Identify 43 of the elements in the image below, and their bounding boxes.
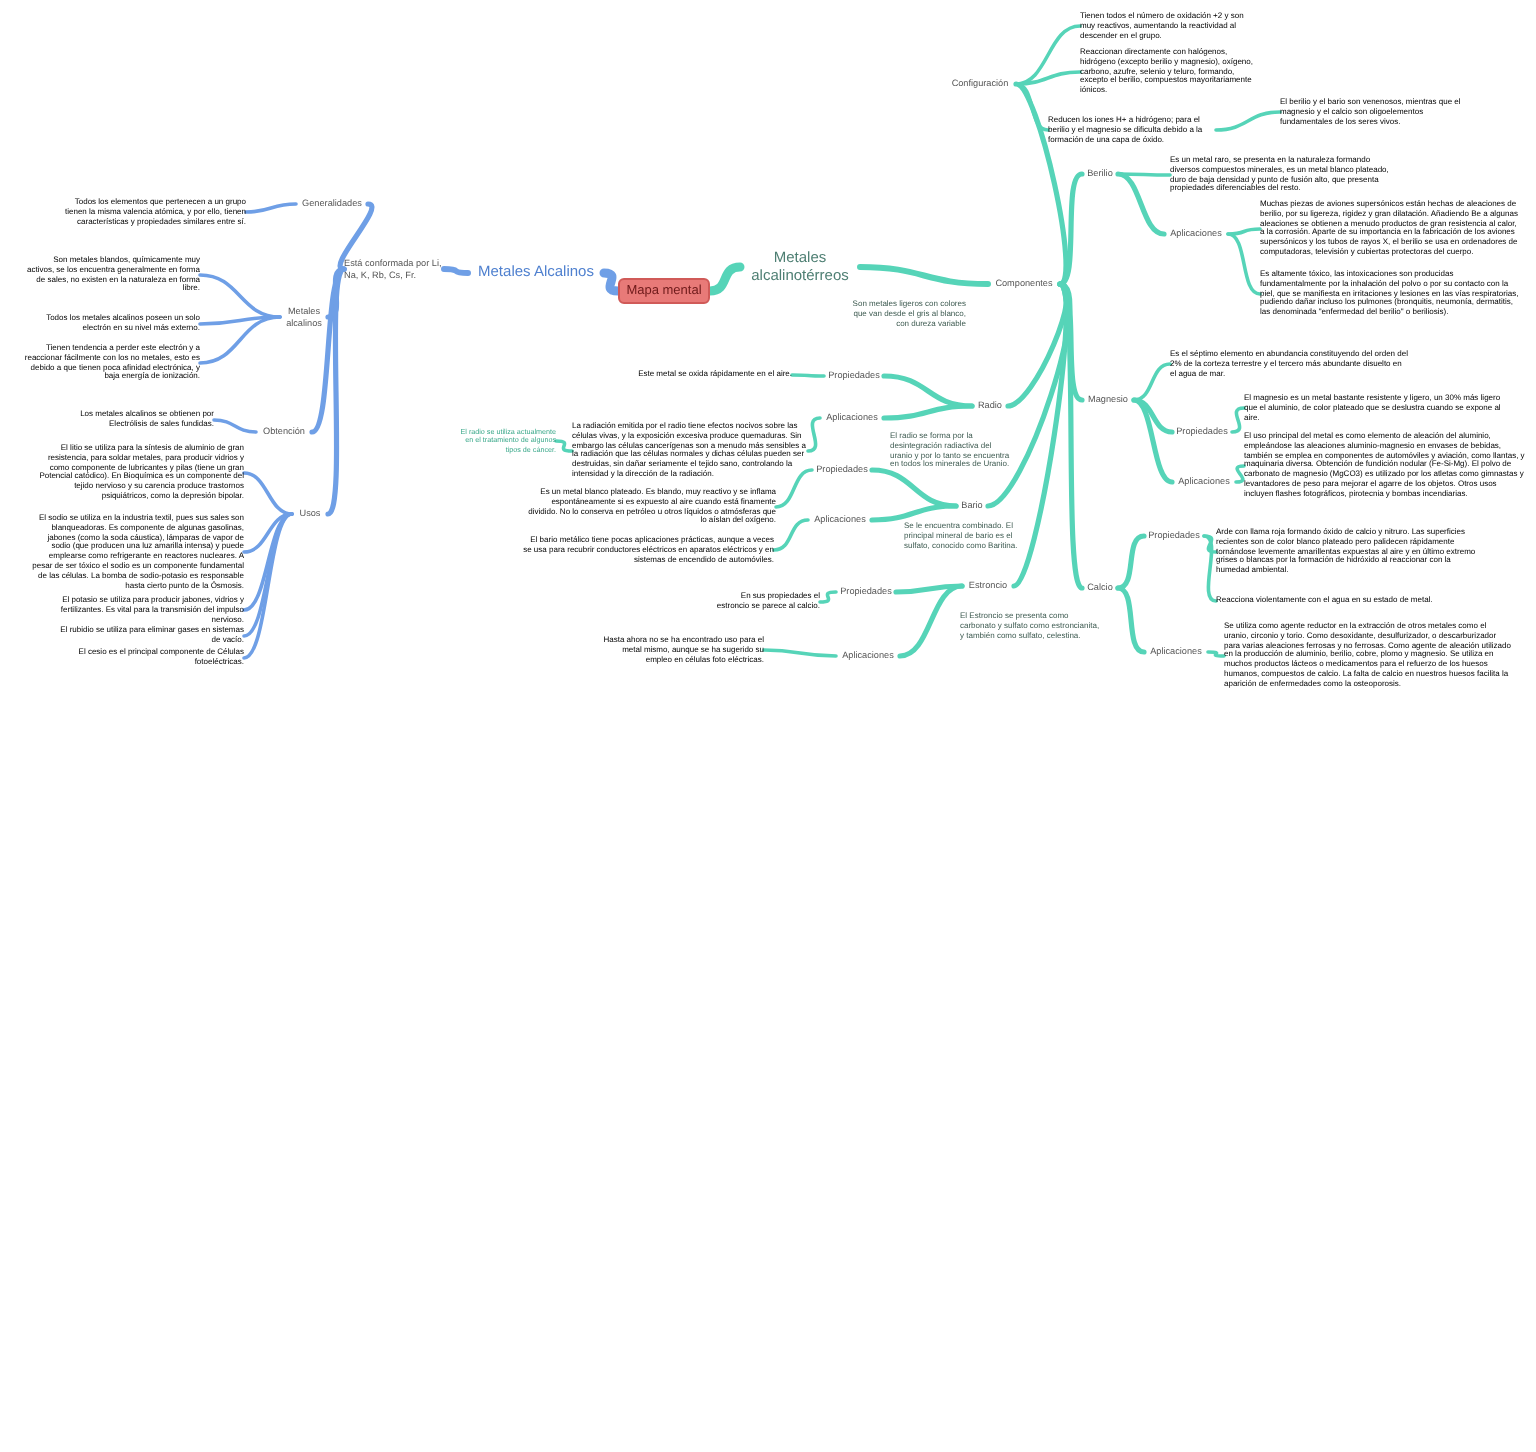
branch-line [441,266,471,276]
branch-line [599,268,623,296]
branch-line [212,418,258,434]
branch-line [1202,534,1218,554]
branch-line [337,201,375,272]
branch-line [1057,171,1085,287]
branch-line [1206,650,1226,658]
branch-line [198,315,282,365]
branch-line [1014,70,1082,86]
branch-line [1226,227,1262,236]
branch-line [790,373,826,378]
branch-line [1115,171,1167,237]
branch-line [325,266,347,320]
branch-line [1132,362,1172,402]
branch-line [881,403,975,421]
branch-line [1115,585,1147,655]
branch-line [985,281,1073,509]
branch-line [1115,533,1147,591]
branch-line [1013,81,1069,287]
branch-line [774,468,814,509]
branch-line [806,416,822,453]
branch-line [705,262,745,296]
branch-line [869,503,959,523]
branch-line [897,583,965,659]
root-node [618,278,710,305]
branch-line [1057,281,1085,591]
branch-line [1230,406,1246,434]
branch-line [554,439,574,453]
branch-line [1131,397,1175,485]
branch-line [1214,110,1282,132]
branch-line [772,518,810,552]
branch-line [1234,464,1246,484]
branch-line [762,648,838,658]
branch-line [857,264,991,287]
branch-line [309,266,347,435]
branch-line [242,471,294,516]
branch-line [1202,534,1218,603]
branch-line [242,512,294,554]
branch-line [244,202,298,214]
branch-line [893,583,965,595]
branch-line [1226,232,1262,296]
branch-line [818,590,838,604]
branch-line [325,266,347,517]
